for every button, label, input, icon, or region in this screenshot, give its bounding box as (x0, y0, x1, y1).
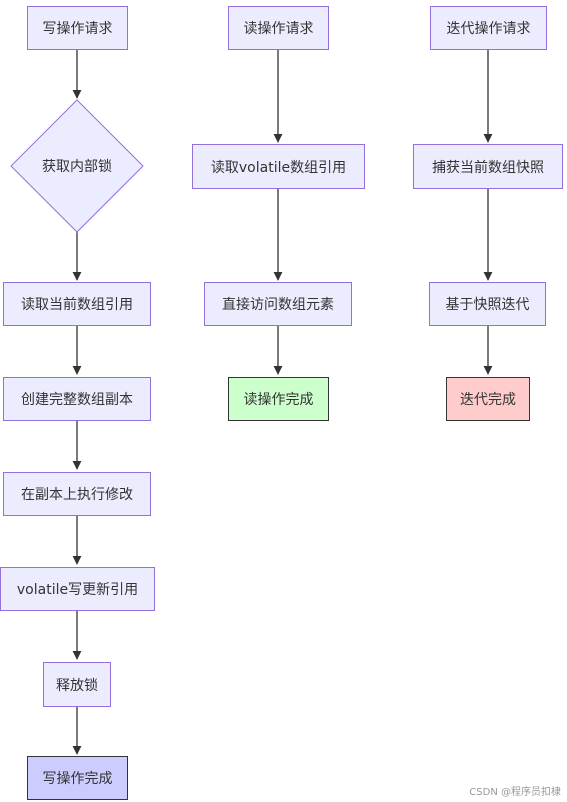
modify-copy-node: 在副本上执行修改 (3, 472, 151, 516)
acquire-lock-label: 获取内部锁 (42, 159, 112, 175)
watermark: CSDN @程序员扣棣 (469, 787, 561, 798)
read-complete-node: 读操作完成 (228, 377, 329, 421)
volatile-write-node: volatile写更新引用 (0, 567, 155, 611)
direct-access-node: 直接访问数组元素 (204, 282, 352, 326)
release-lock-node: 释放锁 (43, 662, 111, 707)
iter-complete-node: 迭代完成 (446, 377, 530, 421)
snapshot-iterate-node: 基于快照迭代 (429, 282, 546, 326)
read-current-array-node: 读取当前数组引用 (3, 282, 151, 326)
capture-snapshot-node: 捕获当前数组快照 (413, 144, 563, 189)
iter-request-node: 迭代操作请求 (430, 6, 547, 50)
read-volatile-ref-node: 读取volatile数组引用 (192, 144, 365, 189)
read-request-node: 读操作请求 (228, 6, 329, 50)
decision-diamond (10, 99, 144, 233)
write-complete-node: 写操作完成 (27, 756, 128, 800)
write-request-node: 写操作请求 (27, 6, 128, 50)
create-array-copy-node: 创建完整数组副本 (3, 377, 151, 421)
